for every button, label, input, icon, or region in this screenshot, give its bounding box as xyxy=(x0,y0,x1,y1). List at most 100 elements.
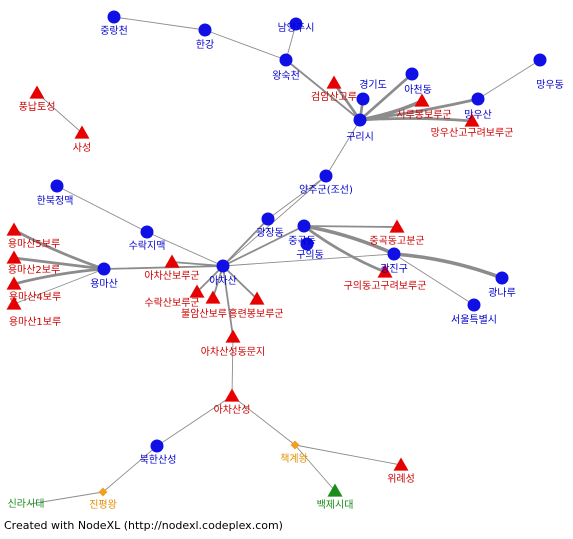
circle-icon[interactable] xyxy=(300,237,314,251)
node-label-junggokdong: 중곡동 xyxy=(288,235,316,247)
edge-hanbukjeongmaek-surakjimaek xyxy=(56,185,148,233)
node-label-achasanseongdong: 아차산성동문지 xyxy=(201,346,265,358)
circle-icon[interactable] xyxy=(198,23,212,37)
circle-icon[interactable] xyxy=(533,53,547,67)
edge-gwangjingu-seoul xyxy=(393,253,475,306)
circle-icon[interactable] xyxy=(495,271,509,285)
node-label-yongma4: 용마산4보루 xyxy=(9,291,61,303)
circle-icon[interactable] xyxy=(216,259,230,273)
circle-icon[interactable] xyxy=(107,10,121,24)
circle-icon[interactable] xyxy=(467,298,481,312)
triangle-icon[interactable] xyxy=(326,75,342,89)
circle-icon[interactable] xyxy=(353,113,367,127)
triangle-icon[interactable] xyxy=(74,125,90,139)
edge-yangjugun-achasan xyxy=(222,175,327,267)
node-label-guuifort: 구의동고구려보루군 xyxy=(344,280,427,292)
triangle-icon[interactable] xyxy=(6,276,22,290)
triangle-icon[interactable] xyxy=(464,113,480,127)
circle-icon[interactable] xyxy=(279,53,293,67)
node-label-baekje: 백제시대 xyxy=(317,499,354,511)
node-label-hanbukjeongmaek: 한북정맥 xyxy=(37,195,74,207)
edge-yongma5-yongmasan xyxy=(12,228,106,271)
node-label-saseong: 사성 xyxy=(73,142,91,154)
triangle-icon[interactable] xyxy=(205,290,221,304)
triangle-icon[interactable] xyxy=(29,85,45,99)
triangle-icon[interactable] xyxy=(6,296,22,310)
edge-yongma4-yongmasan xyxy=(12,267,106,286)
edge-achasanseong-chaekgyewang xyxy=(231,395,296,446)
triangle-icon[interactable] xyxy=(393,457,409,471)
diamond-icon[interactable] xyxy=(98,487,108,497)
node-label-mangudong: 망우동 xyxy=(536,79,564,91)
node-label-guuidong: 구의동 xyxy=(296,249,324,261)
node-label-pungnap: 풍납토성 xyxy=(19,101,56,113)
edge-junggokdong-junggokfort xyxy=(303,225,398,228)
circle-icon[interactable] xyxy=(289,17,303,31)
triangle-icon[interactable] xyxy=(249,291,265,305)
edge-yongma1-yongmasan xyxy=(13,268,105,305)
node-label-hongryeonfort: 홍련봉보루군 xyxy=(228,307,283,320)
node-label-jinpyeongwang: 진평왕 xyxy=(89,499,117,511)
edge-hangang-wangsukcheon xyxy=(204,29,287,61)
node-label-jungnangcheon: 중랑천 xyxy=(100,25,128,37)
edge-gwangjangdong-achasan xyxy=(222,218,269,267)
node-label-chaekgyewang: 책계왕 xyxy=(280,453,308,465)
triangle-icon[interactable] xyxy=(224,388,240,402)
diamond-icon[interactable] xyxy=(290,440,300,450)
edge-junggokdong-gwangjingu xyxy=(302,224,396,256)
node-label-achasanseong: 아차산성 xyxy=(214,404,251,416)
edge-achasan-achasanseongdong xyxy=(222,265,234,338)
circle-icon[interactable] xyxy=(261,212,275,226)
edge-achasanseongdong-achasanseong xyxy=(231,336,234,397)
triangle-icon[interactable] xyxy=(189,284,205,298)
edge-mangusan-mangudong xyxy=(477,59,541,100)
triangle-icon[interactable] xyxy=(414,93,430,107)
node-label-wangsukcheon: 왕숙천 xyxy=(272,70,300,82)
edge-chaekgyewang-wiryeseong xyxy=(294,444,402,466)
circle-icon[interactable] xyxy=(97,262,111,276)
node-label-yangjugun: 양주군(조선) xyxy=(299,184,353,196)
node-label-junggokfort: 중곡동고분군 xyxy=(369,235,424,247)
node-label-seoul: 서울특별시 xyxy=(451,314,497,326)
node-label-silla: 신라시대 xyxy=(8,498,45,510)
triangle-icon[interactable] xyxy=(164,254,180,268)
triangle-icon[interactable] xyxy=(389,219,405,233)
circle-icon[interactable] xyxy=(471,92,485,106)
circle-icon[interactable] xyxy=(319,169,333,183)
node-label-geomamsan: 검암산고루 xyxy=(311,91,357,103)
circle-icon[interactable] xyxy=(150,439,164,453)
triangle-icon[interactable] xyxy=(377,264,393,278)
triangle-icon[interactable] xyxy=(6,250,22,264)
node-label-mangusanfort: 망우산고구려보루군 xyxy=(431,127,514,139)
edge-yongma2-yongmasan xyxy=(12,256,106,271)
graph-edges xyxy=(12,16,541,505)
node-label-achasanfortgroup: 아차산보루군 xyxy=(144,270,199,282)
triangle-icon[interactable] xyxy=(225,329,241,343)
node-label-gyeonggido: 경기도 xyxy=(359,78,387,91)
edge-jungnangcheon-hangang xyxy=(113,16,206,31)
edge-pungnap-saseong xyxy=(36,92,83,134)
edge-jinpyeongwang-silla xyxy=(29,491,104,505)
edge-yongmasan-achasan xyxy=(103,265,224,270)
node-label-acheondong: 아천동 xyxy=(404,84,432,96)
node-label-wiryeseong: 위례성 xyxy=(387,472,415,485)
edge-mangusanfort-gurisi xyxy=(358,117,474,123)
node-label-sirubong: 시루봉보루군 xyxy=(396,109,451,121)
node-label-surakfort: 수락산보루군 xyxy=(144,297,199,309)
circle-icon[interactable] xyxy=(297,219,311,233)
triangle-icon[interactable] xyxy=(6,222,22,236)
triangle-icon[interactable] xyxy=(327,483,343,497)
node-label-gurisi: 구리시 xyxy=(346,131,374,143)
circle-icon[interactable] xyxy=(140,225,154,239)
circle-icon[interactable] xyxy=(356,92,370,106)
node-label-gwangjingu: 광진구 xyxy=(380,263,408,275)
node-label-yongma5: 용마산5보루 xyxy=(8,238,60,250)
edge-achasanseong-bukhansanseong xyxy=(156,395,233,447)
edge-achasan-gwangjingu xyxy=(222,253,395,267)
circle-icon[interactable] xyxy=(405,67,419,81)
circle-icon[interactable] xyxy=(50,179,64,193)
circle-icon[interactable] xyxy=(387,247,401,261)
edge-junggokdong-guuifort xyxy=(302,224,387,274)
node-label-bukhansanseong: 북한산성 xyxy=(140,454,177,466)
